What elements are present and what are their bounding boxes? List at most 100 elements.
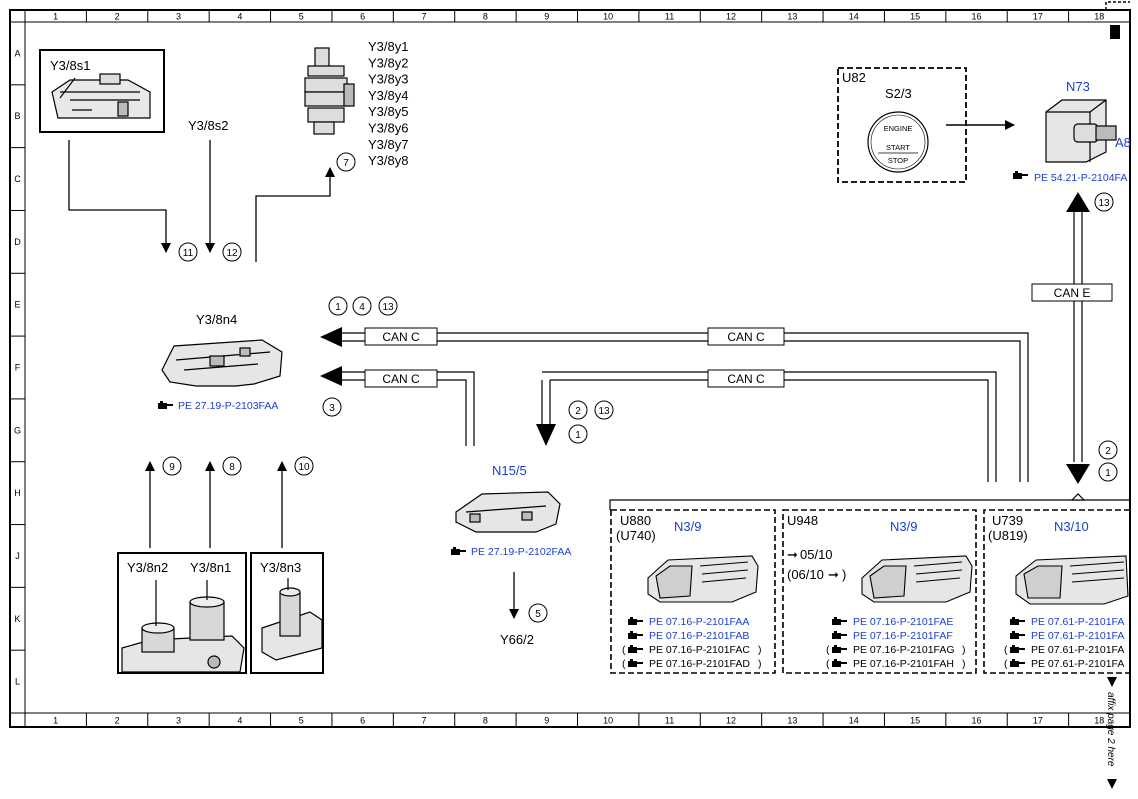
ecu-module-icon (861, 555, 973, 603)
callout-2-mid: 2 (568, 400, 588, 420)
callout-9: 9 (162, 456, 182, 476)
column-label: 10 (603, 12, 613, 22)
svg-text:4: 4 (359, 302, 365, 313)
can-c-arrow-left-lower (320, 366, 342, 386)
y3-8y-label: Y3/8y5 (368, 104, 408, 119)
can-bus-arrowheads (320, 192, 1090, 484)
pointing-hand-icon (832, 631, 847, 639)
ecu-alt-code: (U740) (616, 528, 656, 543)
y3-8s1-signal-line (68, 140, 171, 253)
column-label: 12 (726, 716, 736, 726)
column-label: 14 (849, 716, 859, 726)
ecu-name: N3/10 (1054, 519, 1089, 534)
svg-text:13: 13 (598, 406, 610, 417)
column-label: 14 (849, 12, 859, 22)
y3-8y-solenoid-icon (304, 47, 355, 135)
column-label: 12 (726, 12, 736, 22)
row-label: D (14, 237, 21, 247)
pointing-hand-icon (158, 401, 173, 409)
callout-13-mid: 13 (594, 400, 614, 420)
row-label: B (14, 111, 20, 121)
column-label: 1 (53, 716, 58, 726)
n73-ignition-switch-icon (1045, 99, 1117, 163)
ecu-date-from: 05/10 (800, 547, 833, 562)
callout-7: 7 (336, 152, 356, 172)
ecu-code: U948 (787, 513, 818, 528)
n15-5-ref-link[interactable]: PE 27.19-P-2102FAA (471, 546, 571, 558)
ecu-ref-link[interactable]: PE 07.16-P-2101FAB (649, 630, 749, 642)
svg-text:1: 1 (575, 430, 581, 441)
ecu-bus-frame (609, 493, 1130, 510)
paren-open: ( (622, 658, 626, 670)
ecu-code: U880 (620, 513, 651, 528)
y3-8n2-label: Y3/8n2 (127, 560, 168, 575)
row-label: A (14, 48, 20, 58)
ecu-ref-link[interactable]: PE 07.61-P-2101FA (1031, 616, 1124, 628)
y3-8n4-reference[interactable]: PE 27.19-P-2103FAA (158, 400, 278, 412)
ecu-ref-list: PE 07.16-P-2101FAA PE 07.16-P-2101FAB ( PE … (622, 616, 762, 670)
ecu-ref-link[interactable]: PE 07.16-P-2101FAA (649, 616, 749, 628)
button-text-start: START (886, 143, 910, 152)
svg-text:8: 8 (229, 462, 235, 473)
n73-label: N73 (1066, 79, 1090, 94)
ecu-ref-link[interactable]: PE 07.16-P-2101FAE (853, 616, 953, 628)
svg-text:5: 5 (535, 609, 541, 620)
ecu-ref-link[interactable]: PE 07.16-P-2101FAF (853, 630, 953, 642)
y3-8y-label: Y3/8y8 (368, 153, 408, 168)
paren-close: ) (758, 658, 762, 670)
speed-sensor-pair-icon (121, 580, 245, 673)
column-label: 11 (665, 716, 674, 726)
column-label: 15 (910, 12, 920, 22)
y3-8n1-label: Y3/8n1 (190, 560, 231, 575)
ecu-ref-link[interactable]: PE 07.16-P-2101FAG (853, 644, 955, 656)
n73-reference[interactable]: PE 54.21-P-2104FA (1013, 171, 1127, 184)
a8-label: A8 (1115, 135, 1131, 150)
n73-ref-link[interactable]: PE 54.21-P-2104FA (1034, 172, 1127, 184)
can-c-arrow-down-n15 (536, 424, 556, 446)
y3-8n3-component: Y3/8n3 (250, 552, 324, 674)
column-label: 2 (115, 12, 120, 22)
column-label: 13 (787, 716, 797, 726)
pointing-hand-icon (1010, 631, 1025, 639)
signal-lines (68, 140, 519, 619)
column-label: 11 (665, 12, 674, 22)
column-label: 1 (53, 12, 58, 22)
callout-1-mid: 1 (568, 424, 588, 444)
callout-11: 11 (178, 242, 198, 262)
column-label: 18 (1094, 12, 1104, 22)
ecu-ref-link[interactable]: PE 07.16-P-2101FAC (649, 644, 750, 656)
callout-3: 3 (322, 397, 342, 417)
pointing-hand-icon (628, 659, 643, 667)
pointing-hand-icon (1013, 171, 1028, 179)
ecu-ref-link[interactable]: PE 07.61-P-2101FA (1031, 630, 1124, 642)
ecu-name: N3/9 (674, 519, 701, 534)
ecu-ref-link[interactable]: PE 07.61-P-2101FA (1031, 658, 1124, 670)
y3-8y-label: Y3/8y6 (368, 121, 408, 136)
svg-text:CAN C: CAN C (382, 372, 420, 386)
ecu-ref-link[interactable]: PE 07.61-P-2101FA (1031, 644, 1124, 656)
y3-8s1-component: Y3/8s1 (39, 49, 165, 133)
ecu-name: N3/9 (890, 519, 917, 534)
svg-text:12: 12 (226, 248, 238, 259)
can-e-label: CAN E (1031, 283, 1113, 302)
y3-8s1-sensor-icon (51, 73, 151, 119)
can-c-label-2: CAN C (707, 327, 785, 346)
y3-8y-label: Y3/8y4 (368, 88, 408, 103)
pointing-hand-icon (451, 547, 466, 555)
paren-open: ( (622, 644, 626, 656)
ecu-ref-link[interactable]: PE 07.16-P-2101FAH (853, 658, 954, 670)
y3-8y-label-list: Y3/8y1Y3/8y2Y3/8y3Y3/8y4Y3/8y5Y3/8y6Y3/8… (368, 39, 408, 168)
y3-8n2-n1-component: Y3/8n2 Y3/8n1 (117, 552, 247, 674)
pointing-hand-icon (628, 645, 643, 653)
circled-callouts: 7 11 12 1 4 13 3 2 13 1 9 8 10 5 13 2 1 (162, 152, 1118, 623)
y3-8n4-ref-link[interactable]: PE 27.19-P-2103FAA (178, 400, 278, 412)
ecu-ref-link[interactable]: PE 07.16-P-2101FAD (649, 658, 750, 670)
svg-text:CAN E: CAN E (1054, 286, 1091, 300)
callout-4: 4 (352, 296, 372, 316)
n15-5-reference[interactable]: PE 27.19-P-2102FAA (451, 546, 571, 558)
y3-8n4-module-icon (161, 339, 283, 387)
column-label: 5 (299, 716, 304, 726)
pointing-hand-icon (1010, 617, 1025, 625)
